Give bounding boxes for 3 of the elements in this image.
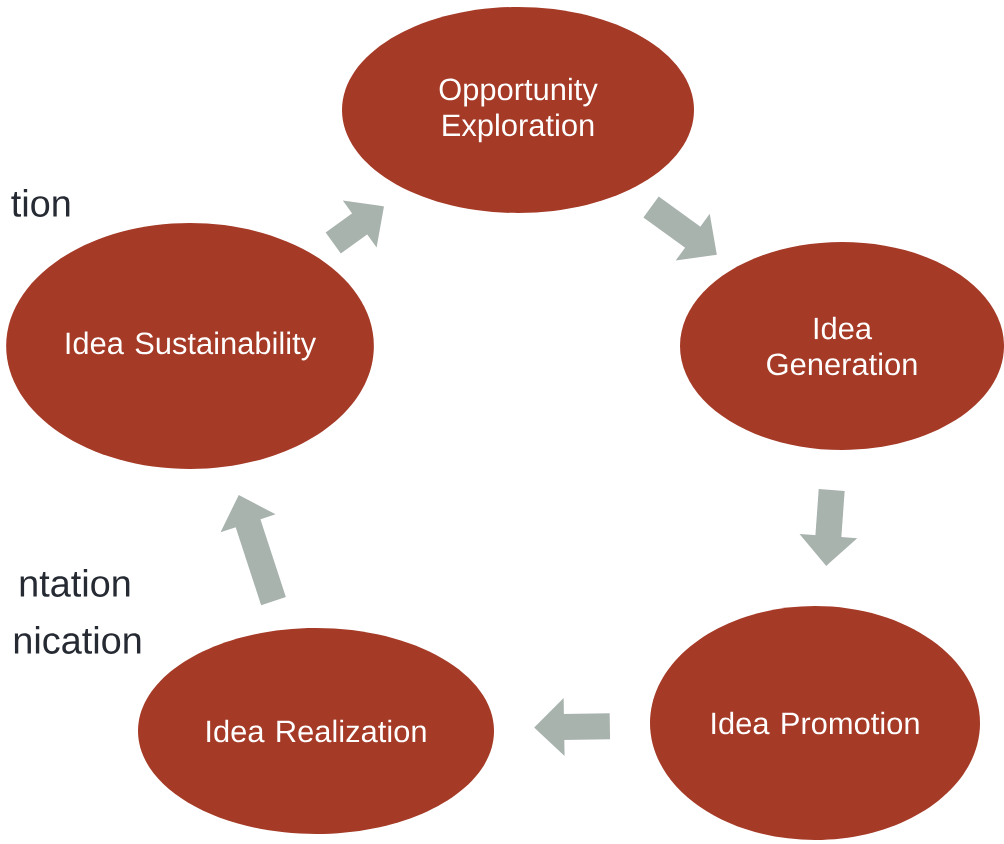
text-fragment: ntation: [20, 569, 130, 597]
text-fragment: nication: [14, 626, 141, 654]
block-arrow: [325, 200, 384, 254]
